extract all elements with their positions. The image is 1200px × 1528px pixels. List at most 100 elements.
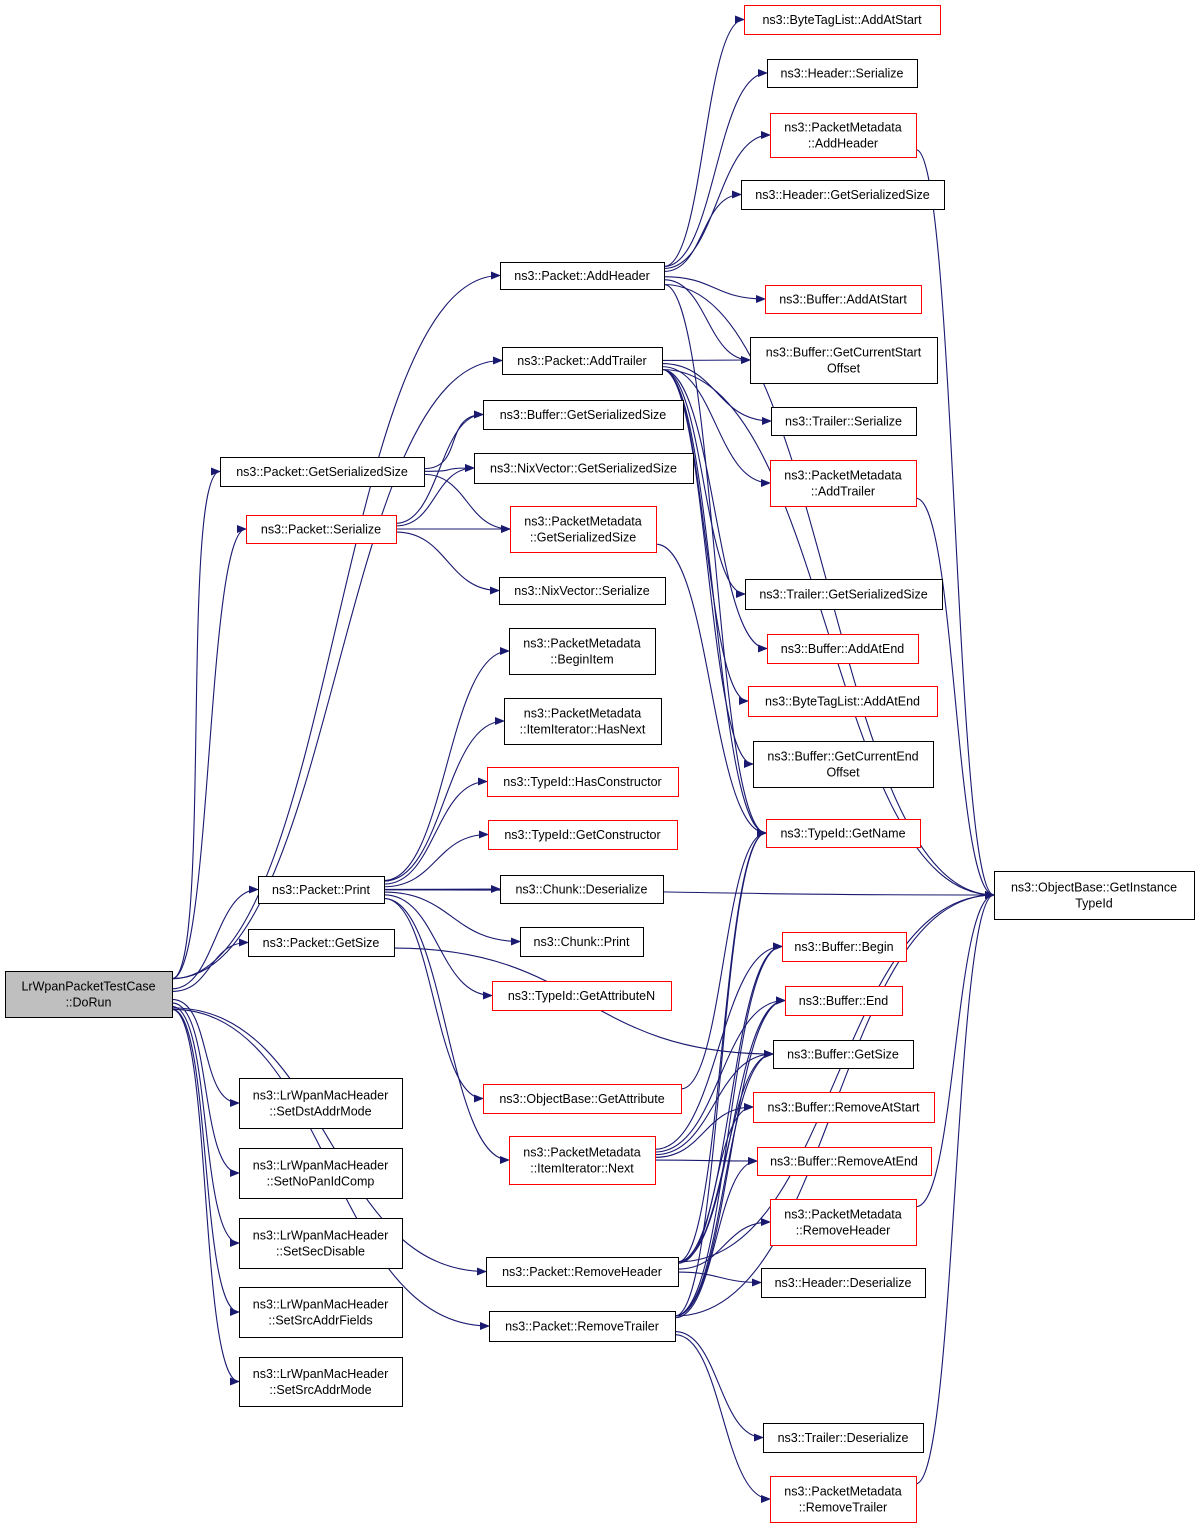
node-mac-setsrcaddrmode[interactable]: ns3::LrWpanMacHeader::SetSrcAddrMode bbox=[239, 1357, 403, 1407]
node-buffer-addatend[interactable]: ns3::Buffer::AddAtEnd bbox=[767, 634, 919, 664]
edge-root-to-packet_getsize bbox=[171, 938, 249, 992]
node-label: ::BeginItem bbox=[550, 653, 613, 667]
node-label: ::SetSrcAddrFields bbox=[268, 1314, 372, 1328]
edge-root-to-packet_removeheader bbox=[171, 1007, 487, 1276]
node-pm-beginitem[interactable]: ns3::PacketMetadata::BeginItem bbox=[509, 628, 656, 675]
node-label: TypeId bbox=[1075, 897, 1113, 911]
edge-packet_print-to-pm_beginitem bbox=[383, 647, 510, 882]
node-box bbox=[500, 875, 664, 904]
node-box bbox=[767, 634, 919, 664]
node-packet-getserializedsize[interactable]: ns3::Packet::GetSerializedSize bbox=[220, 457, 425, 487]
node-header-serialize[interactable]: ns3::Header::Serialize bbox=[767, 59, 918, 88]
node-pm-addtrailer[interactable]: ns3::PacketMetadata::AddTrailer bbox=[770, 460, 917, 507]
node-bytetaglist-addatend[interactable]: ns3::ByteTagList::AddAtEnd bbox=[748, 686, 938, 717]
node-packet-print[interactable]: ns3::Packet::Print bbox=[258, 876, 385, 904]
node-box bbox=[246, 515, 397, 544]
node-label: ns3::Packet::RemoveHeader bbox=[502, 1265, 662, 1279]
node-label: ns3::Packet::GetSize bbox=[263, 936, 380, 950]
node-label: ::AddHeader bbox=[808, 137, 878, 151]
node-pm-itemiterator-hasnext[interactable]: ns3::PacketMetadata::ItemIterator::HasNe… bbox=[504, 698, 662, 745]
node-box bbox=[770, 1199, 917, 1246]
edge-packet_print-to-objectbase_getinstancetypeid bbox=[383, 889, 995, 899]
node-label: ns3::Packet::AddHeader bbox=[514, 269, 650, 283]
node-box bbox=[258, 876, 385, 904]
edge-packet_addtrailer-to-buffer_getcurrentendoffset bbox=[661, 368, 754, 768]
edge-packet_addheader-to-typeid_getname bbox=[663, 283, 767, 837]
node-label: ns3::LrWpanMacHeader bbox=[253, 1367, 388, 1381]
node-label: ns3::LrWpanMacHeader bbox=[253, 1089, 388, 1103]
edge-packet_print-to-pm_itemiterator_next bbox=[383, 897, 510, 1164]
node-label: ns3::Chunk::Print bbox=[534, 935, 630, 949]
node-mac-setnopanidcomp[interactable]: ns3::LrWpanMacHeader::SetNoPanIdComp bbox=[239, 1148, 403, 1199]
edge-pm_removeheader-to-objectbase_getinstancetypeid bbox=[915, 891, 995, 1208]
node-pm-itemiterator-next[interactable]: ns3::PacketMetadata::ItemIterator::Next bbox=[509, 1136, 656, 1185]
node-label: ns3::ObjectBase::GetInstance bbox=[1011, 881, 1177, 895]
node-label: ns3::ObjectBase::GetAttribute bbox=[499, 1092, 664, 1106]
node-pm-removetrailer[interactable]: ns3::PacketMetadata::RemoveTrailer bbox=[770, 1476, 917, 1523]
node-box bbox=[239, 1287, 403, 1338]
node-label: ::ItemIterator::Next bbox=[530, 1162, 634, 1176]
node-box bbox=[770, 460, 917, 507]
node-nixvector-serialize[interactable]: ns3::NixVector::Serialize bbox=[499, 577, 666, 605]
node-buffer-removeatend[interactable]: ns3::Buffer::RemoveAtEnd bbox=[757, 1147, 932, 1176]
node-packet-serialize[interactable]: ns3::Packet::Serialize bbox=[246, 515, 397, 544]
node-buffer-addatstart[interactable]: ns3::Buffer::AddAtStart bbox=[765, 285, 922, 314]
node-typeid-getname[interactable]: ns3::TypeId::GetName bbox=[766, 819, 921, 848]
node-trailer-serialize[interactable]: ns3::Trailer::Serialize bbox=[771, 407, 917, 436]
node-nixvector-getserializedsize[interactable]: ns3::NixVector::GetSerializedSize bbox=[474, 453, 694, 484]
node-label: ns3::PacketMetadata bbox=[784, 1208, 901, 1222]
node-label: ns3::LrWpanMacHeader bbox=[253, 1298, 388, 1312]
node-typeid-getattributen[interactable]: ns3::TypeId::GetAttributeN bbox=[492, 981, 672, 1011]
node-trailer-getserializedsize[interactable]: ns3::Trailer::GetSerializedSize bbox=[745, 579, 943, 610]
edge-root-to-packet_addheader bbox=[171, 271, 501, 980]
node-chunk-print[interactable]: ns3::Chunk::Print bbox=[520, 927, 644, 957]
node-packet-addtrailer[interactable]: ns3::Packet::AddTrailer bbox=[502, 347, 663, 375]
node-bytetaglist-addatstart[interactable]: ns3::ByteTagList::AddAtStart bbox=[744, 5, 941, 35]
node-label: ns3::Trailer::GetSerializedSize bbox=[759, 588, 927, 602]
node-chunk-deserialize[interactable]: ns3::Chunk::Deserialize bbox=[500, 875, 664, 904]
edge-packet_addtrailer-to-typeid_getname bbox=[661, 368, 767, 837]
node-typeid-getconstructor[interactable]: ns3::TypeId::GetConstructor bbox=[488, 820, 678, 850]
node-label: ns3::PacketMetadata bbox=[784, 469, 901, 483]
node-buffer-begin[interactable]: ns3::Buffer::Begin bbox=[782, 932, 907, 962]
node-label: ns3::Buffer::GetSerializedSize bbox=[500, 408, 667, 422]
node-packet-addheader[interactable]: ns3::Packet::AddHeader bbox=[500, 262, 665, 290]
node-mac-setdstaddrmode[interactable]: ns3::LrWpanMacHeader::SetDstAddrMode bbox=[239, 1078, 403, 1129]
node-label: ::SetSecDisable bbox=[276, 1245, 365, 1259]
node-objectbase-getattribute[interactable]: ns3::ObjectBase::GetAttribute bbox=[483, 1084, 682, 1114]
node-trailer-deserialize[interactable]: ns3::Trailer::Deserialize bbox=[763, 1423, 924, 1453]
node-buffer-removeatstart[interactable]: ns3::Buffer::RemoveAtStart bbox=[753, 1092, 935, 1123]
node-box bbox=[520, 927, 644, 957]
edge-pm_itemiterator_next-to-buffer_begin bbox=[654, 942, 783, 1150]
node-typeid-hasconstructor[interactable]: ns3::TypeId::HasConstructor bbox=[487, 767, 679, 797]
node-mac-setsrcaddrfields[interactable]: ns3::LrWpanMacHeader::SetSrcAddrFields bbox=[239, 1287, 403, 1338]
edge-packet_getserializedsize-to-nixvector_getserializedsize bbox=[423, 464, 475, 473]
node-box bbox=[509, 628, 656, 675]
edge-packet_removetrailer-to-typeid_getname bbox=[674, 829, 767, 1317]
node-label: ns3::Buffer::RemoveAtStart bbox=[768, 1101, 920, 1115]
node-header-getserializedsize[interactable]: ns3::Header::GetSerializedSize bbox=[741, 180, 945, 210]
node-box bbox=[500, 262, 665, 290]
node-packet-removetrailer[interactable]: ns3::Packet::RemoveTrailer bbox=[489, 1311, 676, 1342]
node-buffer-getserializedsize[interactable]: ns3::Buffer::GetSerializedSize bbox=[483, 400, 684, 430]
node-label: ns3::TypeId::GetAttributeN bbox=[508, 989, 655, 1003]
node-packet-getsize[interactable]: ns3::Packet::GetSize bbox=[248, 929, 395, 957]
node-pm-removeheader[interactable]: ns3::PacketMetadata::RemoveHeader bbox=[770, 1199, 917, 1246]
node-label: ns3::Buffer::Begin bbox=[794, 940, 893, 954]
node-pm-getserializedsize[interactable]: ns3::PacketMetadata::GetSerializedSize bbox=[510, 506, 657, 553]
edge-pm_itemiterator_next-to-buffer_getsize bbox=[654, 1050, 774, 1156]
node-mac-setsecdisable[interactable]: ns3::LrWpanMacHeader::SetSecDisable bbox=[239, 1218, 403, 1269]
node-box bbox=[770, 113, 917, 158]
node-root[interactable]: LrWpanPacketTestCase::DoRun bbox=[5, 971, 173, 1018]
node-packet-removeheader[interactable]: ns3::Packet::RemoveHeader bbox=[486, 1257, 679, 1287]
node-buffer-getsize[interactable]: ns3::Buffer::GetSize bbox=[773, 1040, 914, 1069]
node-buffer-end[interactable]: ns3::Buffer::End bbox=[785, 986, 903, 1016]
node-label: ns3::PacketMetadata bbox=[524, 515, 641, 529]
node-box bbox=[773, 1040, 914, 1069]
node-header-deserialize[interactable]: ns3::Header::Deserialize bbox=[761, 1268, 926, 1298]
node-label: ns3::PacketMetadata bbox=[784, 1485, 901, 1499]
node-pm-addheader[interactable]: ns3::PacketMetadata::AddHeader bbox=[770, 113, 917, 158]
